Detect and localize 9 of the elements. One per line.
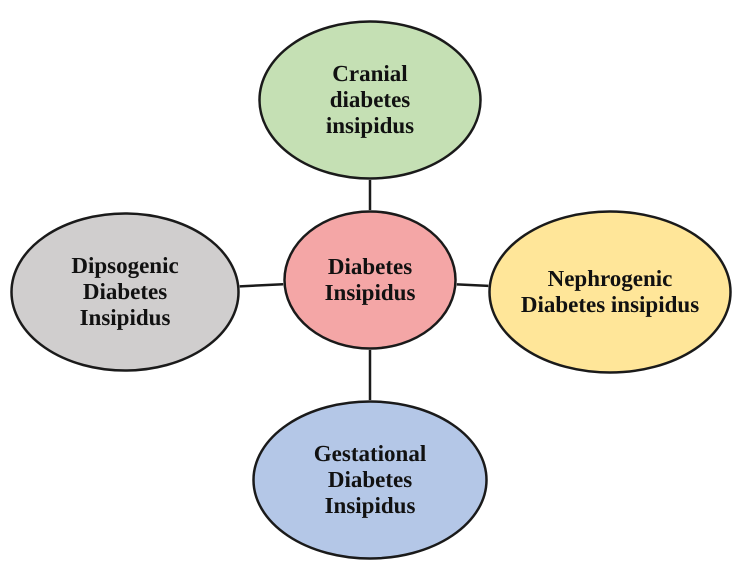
node-label: Cranial diabetes insipidus (324, 61, 416, 139)
node-label: Diabetes Insipidus (324, 254, 416, 306)
connector-line (456, 283, 488, 288)
connector-line (368, 350, 372, 400)
node-label: Nephrogenic Diabetes insipidus (520, 266, 700, 318)
node-label: Dipsogenic Diabetes Insipidus (70, 253, 180, 331)
connector-line (240, 283, 284, 288)
connector-line (368, 180, 372, 210)
node-label: Gestational Diabetes Insipidus (312, 441, 428, 519)
